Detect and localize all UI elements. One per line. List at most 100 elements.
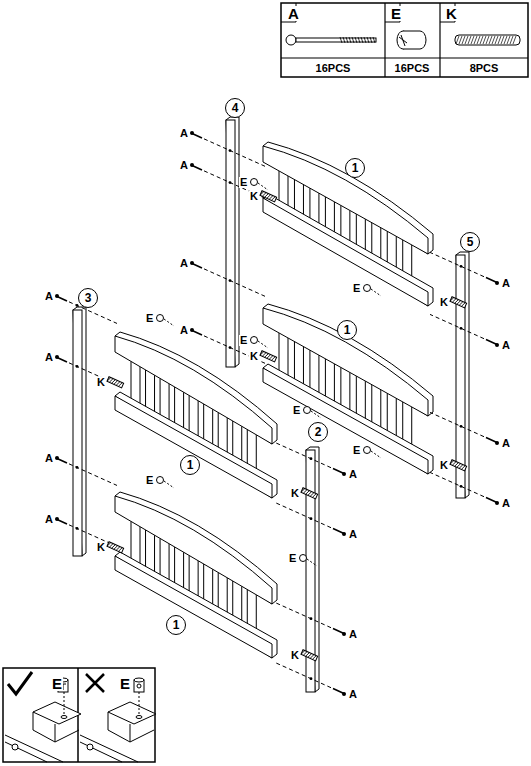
post-hole <box>460 425 463 428</box>
post-hole <box>460 485 463 488</box>
bolt-symbol <box>486 340 499 347</box>
callout-text: 1 <box>187 459 194 471</box>
callout-number: 1 <box>345 158 365 178</box>
part-label: E <box>239 335 248 346</box>
part-label: A <box>179 258 189 269</box>
dashed-guide <box>274 662 331 688</box>
part-label: E <box>239 177 248 188</box>
rail-panel <box>115 332 277 498</box>
dowel-symbol <box>450 460 467 471</box>
bolt-symbol <box>333 529 346 536</box>
table-cell: 16PCS <box>315 63 352 74</box>
part-label: A <box>44 352 54 363</box>
bolt-symbol <box>190 261 202 268</box>
part-label: A <box>179 128 189 139</box>
part-label: E <box>288 553 297 564</box>
callout-number: 1 <box>180 455 200 475</box>
bolt-symbol <box>55 355 67 362</box>
part-label: K <box>96 377 106 388</box>
part-label: K <box>290 650 300 661</box>
part-label: E <box>119 676 131 691</box>
part-label: A <box>179 325 189 336</box>
part-label: A <box>501 438 511 449</box>
dowel-symbol <box>107 377 124 388</box>
rail-panel <box>263 142 433 306</box>
post-hole <box>76 304 79 307</box>
table-cell: 16PCS <box>394 63 431 74</box>
dowel-symbol <box>301 488 318 499</box>
bolt-symbol <box>190 328 202 335</box>
callout-text: 4 <box>232 102 239 114</box>
part-label: A <box>348 629 358 640</box>
dashed-guide <box>430 412 484 436</box>
callout-text: 3 <box>85 292 92 304</box>
rail-panel <box>263 304 433 474</box>
dashed-guide <box>69 525 117 547</box>
cam-symbol <box>304 407 322 419</box>
post-hole <box>229 346 232 349</box>
table-cell: K <box>445 6 458 21</box>
part-label: E <box>292 405 301 416</box>
cam-symbol <box>157 315 175 327</box>
cam-symbol <box>251 179 269 191</box>
bolt-symbol <box>333 629 346 636</box>
dashed-guide <box>204 336 265 363</box>
post-hole <box>310 517 313 520</box>
dashed-guide <box>274 502 331 528</box>
bolt-symbol <box>55 456 67 463</box>
part-label: A <box>179 160 189 171</box>
dashed-guide <box>430 252 484 276</box>
part-label: E <box>145 313 154 324</box>
callout-number: 4 <box>225 98 245 118</box>
dashed-guide <box>274 602 331 628</box>
post-hole <box>310 677 313 680</box>
callout-number: 1 <box>337 320 357 340</box>
correct-wrong-inset <box>3 668 156 762</box>
part-label: A <box>44 514 54 525</box>
bolt-symbol <box>55 294 67 301</box>
cam-symbol <box>300 555 318 567</box>
callout-number: 2 <box>308 422 328 442</box>
post-hole <box>229 279 232 282</box>
bolt-symbol <box>333 689 346 696</box>
bed-post <box>226 117 239 367</box>
parts-table <box>281 3 528 77</box>
bolt-symbol <box>486 498 499 505</box>
dashed-guide <box>204 139 265 166</box>
cam-symbol <box>157 477 175 489</box>
part-label: E <box>51 676 63 691</box>
cam-symbol <box>364 285 382 297</box>
part-label: A <box>44 453 54 464</box>
post-hole <box>460 265 463 268</box>
part-label: A <box>348 469 358 480</box>
bed-post <box>73 307 86 556</box>
callout-text: 1 <box>173 619 180 631</box>
callout-text: 2 <box>315 426 322 438</box>
part-label: A <box>348 529 358 540</box>
callout-number: 3 <box>78 288 98 308</box>
callout-text: 5 <box>467 236 474 248</box>
part-label: K <box>439 297 449 308</box>
part-label: E <box>145 475 154 486</box>
callout-number: 5 <box>460 232 480 252</box>
part-label: A <box>44 291 54 302</box>
part-label: A <box>501 278 511 289</box>
part-label: A <box>501 498 511 509</box>
dashed-guide <box>274 442 331 468</box>
rail-panel <box>115 492 277 658</box>
bolt-symbol <box>190 163 202 170</box>
cam-symbol <box>251 337 269 349</box>
bolt-symbol <box>190 131 202 138</box>
table-cell: 8PCS <box>469 63 500 74</box>
part-label: E <box>352 445 361 456</box>
part-label: K <box>96 542 106 553</box>
dowel-symbol <box>260 351 277 362</box>
post-hole <box>310 617 313 620</box>
dashed-guide <box>204 269 265 296</box>
post-hole <box>229 181 232 184</box>
table-cell: E <box>390 6 402 21</box>
part-label: K <box>249 191 259 202</box>
bolt-symbol <box>55 517 67 524</box>
dowel-symbol <box>260 191 277 202</box>
